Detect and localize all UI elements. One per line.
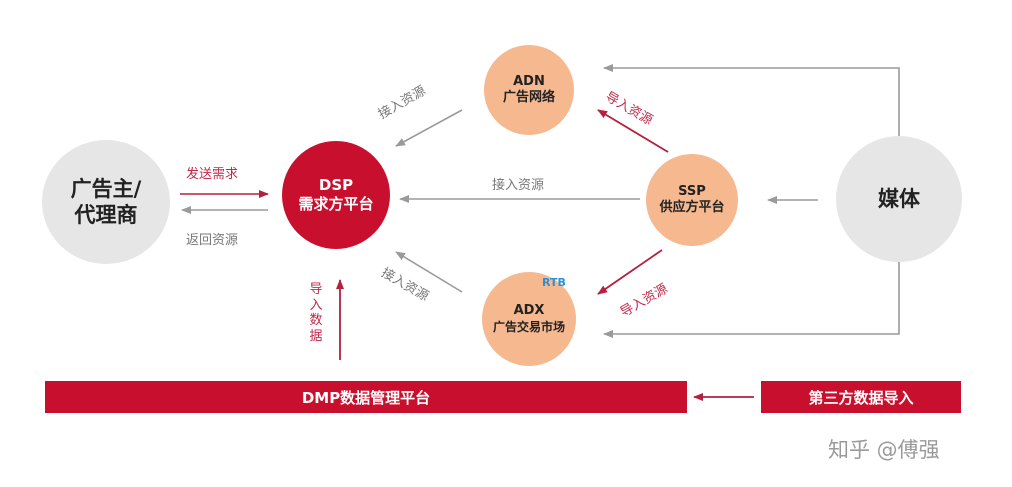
adx-node: ADX 广告交易市场 <box>482 272 576 366</box>
arrow-adn-to-dsp <box>395 109 463 147</box>
advertiser-node: 广告主/ 代理商 <box>42 140 170 264</box>
media-node: 媒体 <box>836 136 962 262</box>
arrow-adx-to-dsp <box>395 251 463 293</box>
arrow-ssp-to-adx <box>597 249 663 295</box>
adn-node: ADN 广告网络 <box>484 45 574 135</box>
import-data-label: 导 入 数 据 <box>309 282 323 344</box>
arrow-media-to-adx <box>603 262 900 338</box>
adn-title: ADN <box>513 73 545 89</box>
adx-title: ADX <box>513 303 545 319</box>
dsp-node: DSP 需求方平台 <box>282 141 390 249</box>
access-resource-ssp-label: 接入资源 <box>492 178 545 193</box>
dsp-title: DSP <box>318 176 354 195</box>
dmp-bar: DMP数据管理平台 <box>45 381 687 413</box>
dsp-subtitle: 需求方平台 <box>298 195 374 213</box>
arrow-ssp-to-adn <box>597 109 669 153</box>
third-party-bar: 第三方数据导入 <box>761 381 961 413</box>
adx-subtitle: 广告交易市场 <box>492 319 565 334</box>
adn-subtitle: 广告网络 <box>502 90 555 105</box>
watermark-text: 知乎 @傅强 <box>828 438 940 462</box>
media-label: 媒体 <box>878 186 920 211</box>
send-demand-label: 发送需求 <box>186 167 239 182</box>
advertiser-label: 广告主/ 代理商 <box>70 176 142 227</box>
dmp-bar-label: DMP数据管理平台 <box>301 388 431 407</box>
return-resource-label: 返回资源 <box>186 233 239 248</box>
arrow-media-to-adn <box>603 64 900 138</box>
ssp-title: SSP <box>678 183 706 199</box>
ssp-subtitle: 供应方平台 <box>659 200 725 215</box>
ssp-node: SSP 供应方平台 <box>646 154 738 246</box>
third-party-bar-label: 第三方数据导入 <box>808 388 914 407</box>
rtb-badge: RTB <box>542 276 566 289</box>
